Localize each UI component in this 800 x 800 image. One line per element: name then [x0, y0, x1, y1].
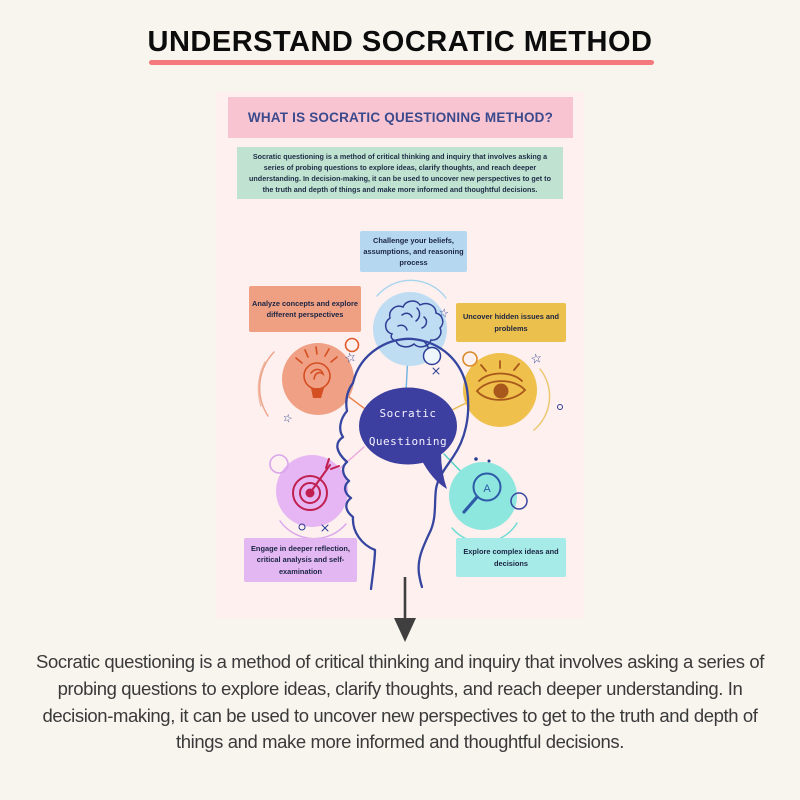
- bubble-line2: Questioning: [369, 435, 447, 448]
- star-icon: ☆: [529, 351, 543, 368]
- star-icon: ☆: [281, 411, 294, 426]
- down-arrow-icon: [394, 577, 416, 642]
- target-icon: [269, 454, 348, 527]
- poster-header: WHAT IS SOCRATIC QUESTIONING METHOD?: [228, 97, 573, 138]
- bubble-line1: Socratic: [380, 407, 437, 420]
- magnifier-icon: A: [449, 462, 528, 530]
- label-engage-reflection: Engage in deeper reflection, critical an…: [244, 538, 357, 582]
- brain-icon: [373, 292, 447, 366]
- label-analyze-concepts: Analyze concepts and explore different p…: [249, 286, 361, 332]
- label-uncover-issues: Uncover hidden issues and problems: [456, 303, 566, 342]
- label-explore-ideas: Explore complex ideas and decisions: [456, 538, 566, 577]
- star-decorations: ☆ ☆ ☆ ☆: [281, 305, 543, 426]
- star-icon: ☆: [343, 350, 358, 368]
- head-outline: [336, 337, 470, 591]
- eye-icon: [462, 351, 537, 427]
- label-challenge-beliefs: Challenge your beliefs, assumptions, and…: [360, 231, 467, 272]
- page-title: UNDERSTAND SOCRATIC METHOD: [147, 26, 653, 58]
- summary-paragraph: Socratic questioning is a method of crit…: [36, 651, 764, 753]
- magnifier-letter: A: [483, 483, 491, 495]
- speech-bubble: Socratic Questioning: [359, 387, 457, 489]
- sparkle-marks: [298, 367, 563, 532]
- title-underline: [149, 60, 654, 65]
- poster-description: Socratic questioning is a method of crit…: [237, 147, 563, 199]
- star-icon: ☆: [437, 305, 450, 321]
- poster: A Socratic Questioning ☆ ☆ ☆ ☆: [216, 92, 584, 619]
- lightbulb-icon: [282, 337, 360, 415]
- mindmap-canvas: A Socratic Questioning ☆ ☆ ☆ ☆: [257, 279, 563, 591]
